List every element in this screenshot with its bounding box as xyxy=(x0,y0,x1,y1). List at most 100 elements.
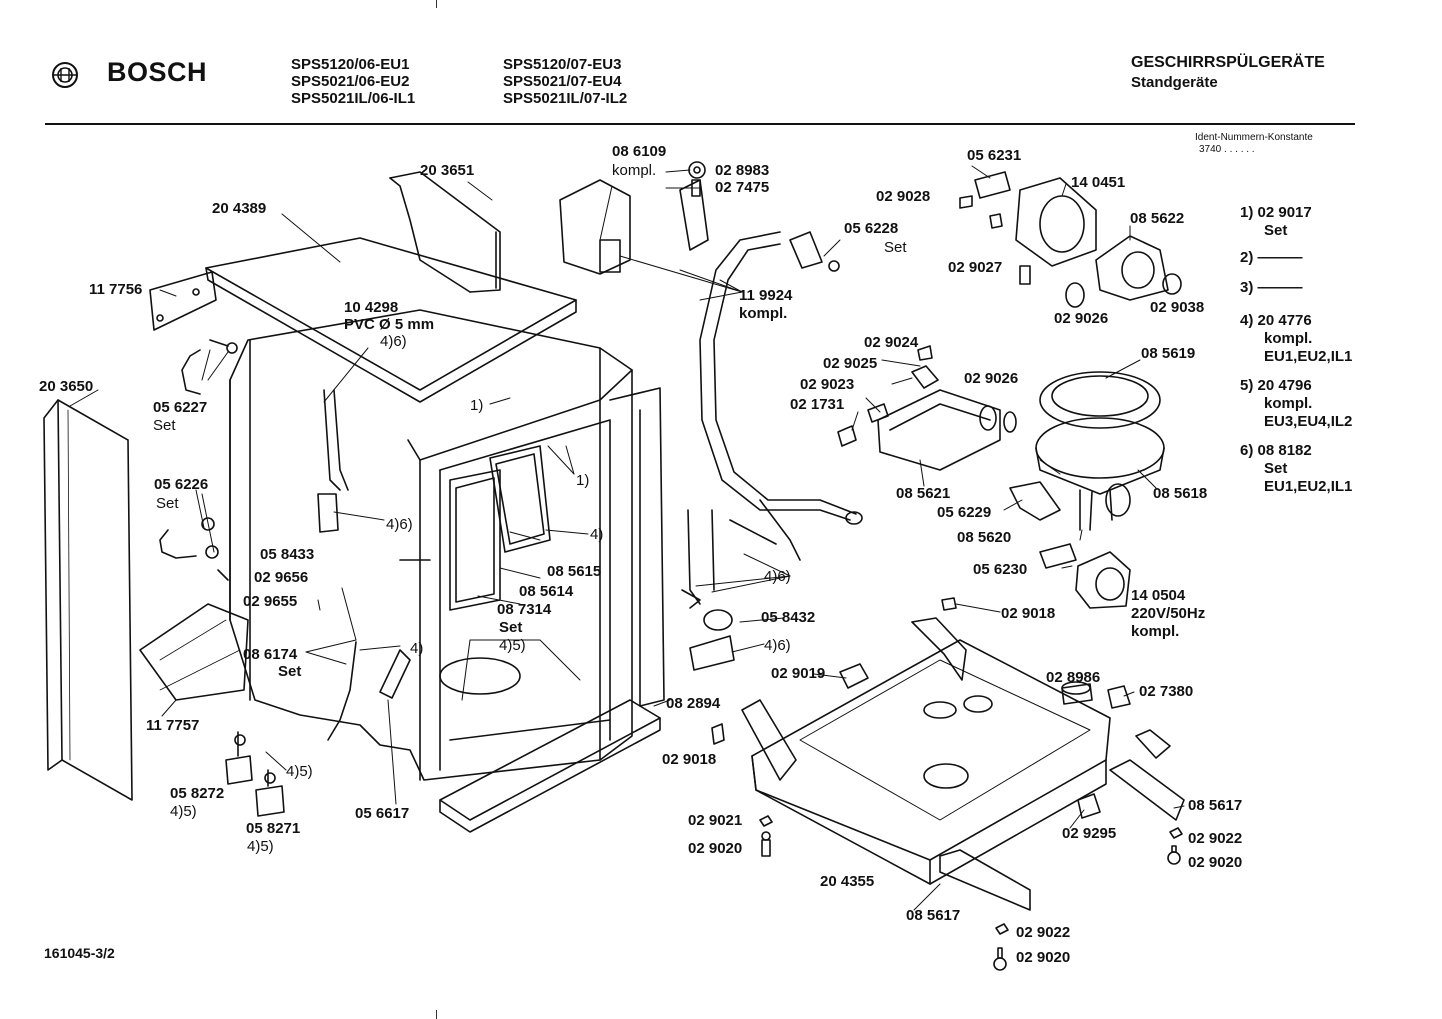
footnote-number: 6) xyxy=(1240,442,1254,459)
footnote-number: 5) xyxy=(1240,377,1254,394)
model-list-left: SPS5120/06-EU1 SPS5021/06-EU2 SPS5021IL/… xyxy=(291,56,415,107)
footnote-text: 20 4796 xyxy=(1257,377,1312,394)
document-number: 161045-3/2 xyxy=(44,945,115,961)
part-label: 05 8432 xyxy=(761,609,816,626)
footnote-text: EU1,EU2,IL1 xyxy=(1264,348,1353,365)
part-label: kompl. xyxy=(612,162,657,179)
part-label: 02 9018 xyxy=(662,751,717,768)
part-label: 08 7314 xyxy=(497,601,552,618)
note-ref: 1) xyxy=(470,397,484,414)
part-label: 20 3650 xyxy=(39,378,94,395)
model-item: SPS5120/06-EU1 xyxy=(291,56,410,73)
part-label: 05 6231 xyxy=(967,147,1022,164)
insulation-block xyxy=(139,603,249,701)
part-label: 11 9924 xyxy=(739,287,793,304)
part-label: 08 5620 xyxy=(957,529,1012,546)
footnote-text: EU3,EU4,IL2 xyxy=(1264,413,1353,430)
part-label: 02 9027 xyxy=(948,259,1003,276)
part-label: Set xyxy=(884,239,907,256)
hose-fittings-left xyxy=(159,339,238,581)
part-label: 05 8433 xyxy=(260,546,315,563)
part-label: Set xyxy=(156,495,179,512)
part-label: 05 6227 xyxy=(153,399,208,416)
page-title-block: GESCHIRRSPÜLGERÄTE Standgeräte xyxy=(1131,53,1325,93)
note-ref: 4)5) xyxy=(499,637,526,654)
door-seal xyxy=(609,387,665,707)
ident-constant: Ident-Nummern-Konstante 3740 . . . . . . xyxy=(1195,132,1313,156)
footnote-number: 3) xyxy=(1240,279,1254,296)
part-label: 02 9020 xyxy=(688,840,743,857)
part-label: 02 9024 xyxy=(864,334,919,351)
top-cover xyxy=(205,237,577,403)
part-label: 02 8983 xyxy=(715,162,770,179)
drain-pump xyxy=(1039,543,1131,609)
level-switch xyxy=(681,509,735,671)
model-item: SPS5021IL/06-IL1 xyxy=(291,90,416,107)
part-label: 08 5622 xyxy=(1130,210,1185,227)
part-label: PVC Ø 5 mm xyxy=(344,316,435,333)
circulation-pump xyxy=(789,171,1182,308)
part-label: 14 0504 xyxy=(1131,587,1186,604)
footnote-text: ——— xyxy=(1257,249,1303,266)
part-label: 20 4389 xyxy=(212,200,267,217)
pressure-switch xyxy=(225,731,285,817)
footnote-text: 08 8182 xyxy=(1257,442,1312,459)
footnote-text: 02 9017 xyxy=(1257,204,1312,221)
model-item: SPS5120/07-EU3 xyxy=(503,56,622,73)
side-panel-left xyxy=(43,399,133,801)
footnote-item: 2) ——— xyxy=(1240,249,1303,267)
ident-value: 3740 . . . . . . xyxy=(1199,144,1255,155)
note-ref: 4)6) xyxy=(764,568,791,585)
model-item: SPS5021IL/07-IL2 xyxy=(503,90,628,107)
part-label: 02 9025 xyxy=(823,355,878,372)
part-label: 20 4355 xyxy=(820,873,875,890)
model-item: SPS5021/06-EU2 xyxy=(291,73,410,90)
part-label: Set xyxy=(278,663,302,680)
part-label: 11 7757 xyxy=(146,717,200,734)
screws xyxy=(759,597,1183,971)
part-label: 02 9023 xyxy=(800,376,855,393)
crop-mark xyxy=(436,0,437,8)
model-item: SPS5021/07-EU4 xyxy=(503,73,622,90)
part-label: 02 9020 xyxy=(1016,949,1071,966)
page-title: GESCHIRRSPÜLGERÄTE xyxy=(1131,54,1325,71)
part-label: 05 8271 xyxy=(246,820,301,837)
part-label: 05 6229 xyxy=(937,504,992,521)
drain-hose xyxy=(699,231,863,561)
part-label: 08 5614 xyxy=(519,583,574,600)
part-label: 14 0451 xyxy=(1071,174,1126,191)
part-label: 08 6109 xyxy=(612,143,667,160)
note-ref: 4)6) xyxy=(380,333,407,350)
note-ref: 4)6) xyxy=(764,637,791,654)
part-label: 08 6174 xyxy=(243,646,298,663)
crop-mark xyxy=(436,1010,437,1019)
footnote-text: 20 4776 xyxy=(1257,312,1312,329)
part-label: 02 9020 xyxy=(1188,854,1243,871)
footnote-text: ——— xyxy=(1257,279,1303,296)
footnote-number: 2) xyxy=(1240,249,1254,266)
part-label: 02 9026 xyxy=(964,370,1019,387)
part-label: 02 9021 xyxy=(688,812,743,829)
note-ref: 4) xyxy=(590,526,604,543)
part-label: 02 9038 xyxy=(1150,299,1205,316)
note-ref: 4)6) xyxy=(386,516,413,533)
part-label: 02 9295 xyxy=(1062,825,1117,842)
part-label: 08 5618 xyxy=(1153,485,1208,502)
footnote-number: 4) xyxy=(1240,312,1254,329)
base-plate xyxy=(439,699,661,833)
ident-label: Ident-Nummern-Konstante xyxy=(1195,132,1313,143)
note-ref: 4)5) xyxy=(286,763,313,780)
part-label: 05 6230 xyxy=(973,561,1028,578)
part-label: 02 9019 xyxy=(771,665,826,682)
footnote-text: Set xyxy=(1264,460,1288,477)
part-label: 02 9655 xyxy=(243,593,298,610)
note-ref: 4) xyxy=(410,640,424,657)
part-label: 02 8986 xyxy=(1046,669,1101,686)
part-label: 08 5621 xyxy=(896,485,951,502)
part-label: 20 3651 xyxy=(420,162,475,179)
footnote-item: 4) 20 4776 kompl. EU1,EU2,IL1 xyxy=(1240,312,1352,366)
header-divider xyxy=(45,123,1355,125)
note-ref: 4)5) xyxy=(170,803,197,820)
part-label: 02 9026 xyxy=(1054,310,1109,327)
